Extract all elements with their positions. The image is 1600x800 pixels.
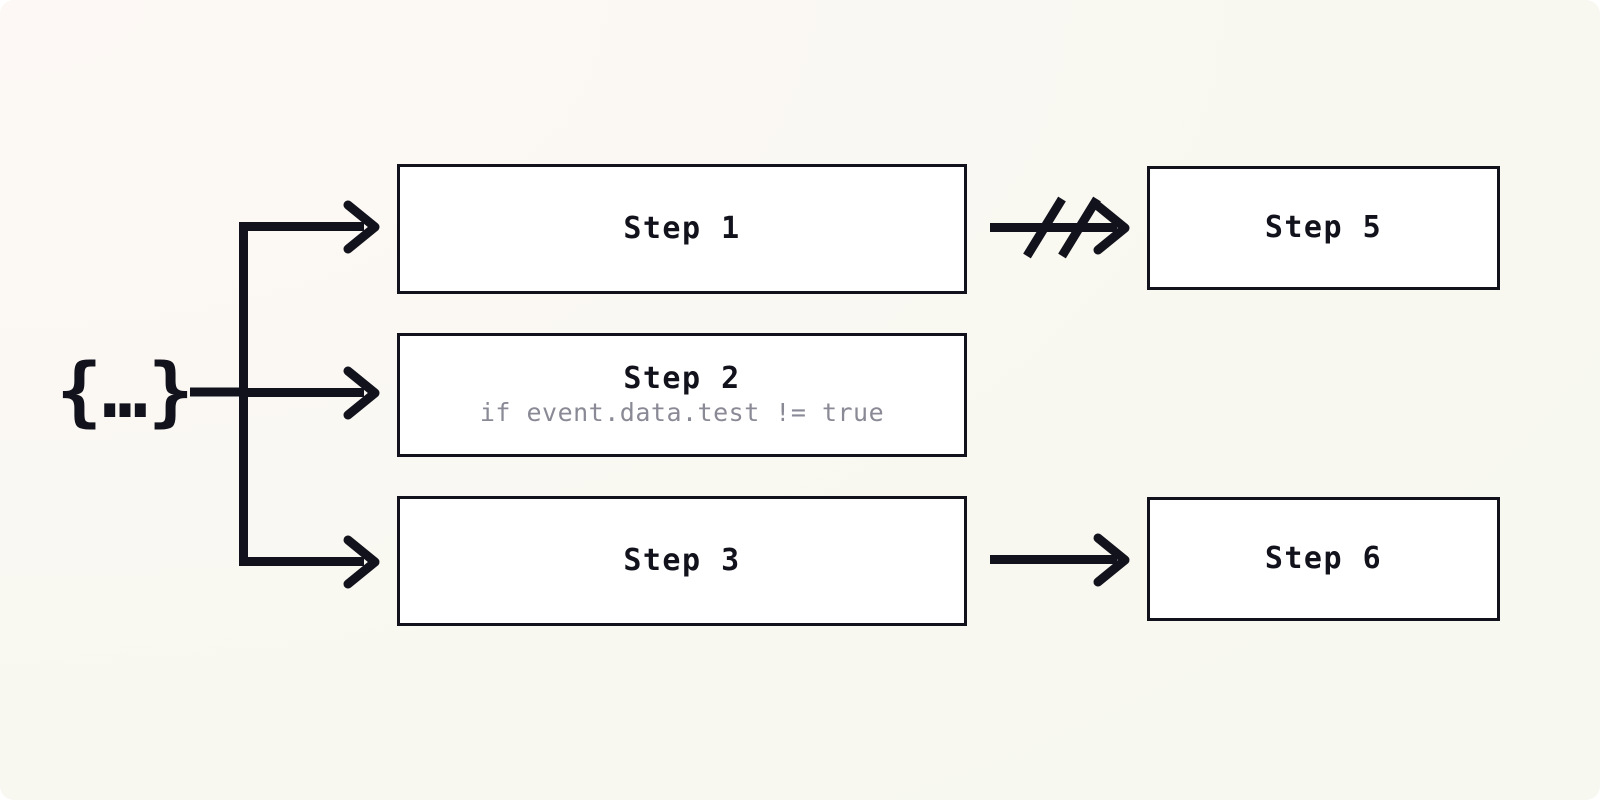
edge-branch-to-step-3 (239, 535, 380, 589)
node-step-1[interactable]: Step 1 (397, 164, 967, 294)
node-step-5-title: Step 5 (1264, 209, 1383, 245)
edge-step-3-to-step-6 (990, 533, 1130, 587)
edge-branch-to-step-2 (243, 366, 380, 420)
node-step-5[interactable]: Step 5 (1147, 166, 1500, 290)
node-step-3-title: Step 3 (623, 542, 741, 578)
edge-branch-to-step-1 (239, 200, 380, 254)
node-step-2-title: Step 2 (623, 360, 741, 396)
node-step-2-condition: if event.data.test != true (479, 398, 885, 428)
event-trigger[interactable]: {…} (56, 336, 193, 446)
node-step-1-title: Step 1 (623, 210, 741, 246)
broken-slash-1 (1023, 196, 1066, 259)
broken-slash-2 (1058, 196, 1101, 259)
node-step-2[interactable]: Step 2 if event.data.test != true (397, 333, 967, 457)
event-trigger-glyph: {…} (56, 346, 194, 435)
edge-step-1-to-step-5-broken (990, 196, 1130, 259)
node-step-3[interactable]: Step 3 (397, 496, 967, 626)
node-step-6-title: Step 6 (1264, 540, 1383, 576)
node-step-6[interactable]: Step 6 (1147, 497, 1500, 621)
